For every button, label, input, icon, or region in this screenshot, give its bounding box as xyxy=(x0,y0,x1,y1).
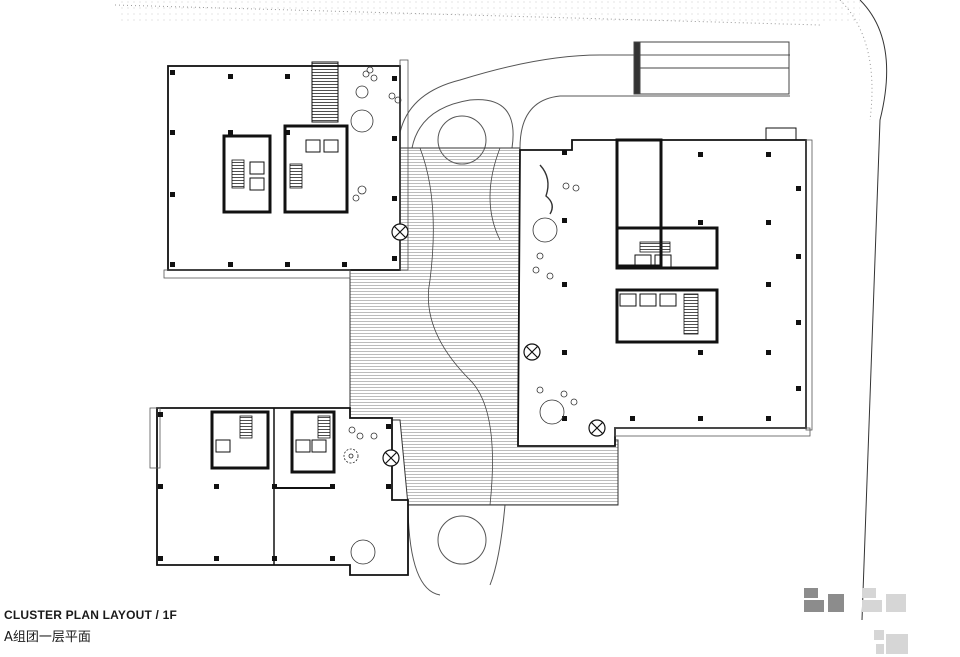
plan-title: CLUSTER PLAN LAYOUT / 1F xyxy=(4,608,178,622)
deck-path xyxy=(489,147,501,241)
building-north-west xyxy=(163,59,409,279)
tree xyxy=(343,448,359,464)
building-east xyxy=(517,127,813,447)
key-plan xyxy=(804,588,908,654)
parking-strip xyxy=(633,41,790,95)
entrance-marker xyxy=(382,223,606,467)
building-south-west xyxy=(149,407,409,576)
furniture xyxy=(348,66,580,565)
deck-path xyxy=(419,147,493,506)
landscape-hatch xyxy=(120,0,860,22)
planter-circle xyxy=(437,515,487,565)
plan-subtitle: A组团一层平面 xyxy=(4,630,91,645)
site-road xyxy=(397,54,790,596)
